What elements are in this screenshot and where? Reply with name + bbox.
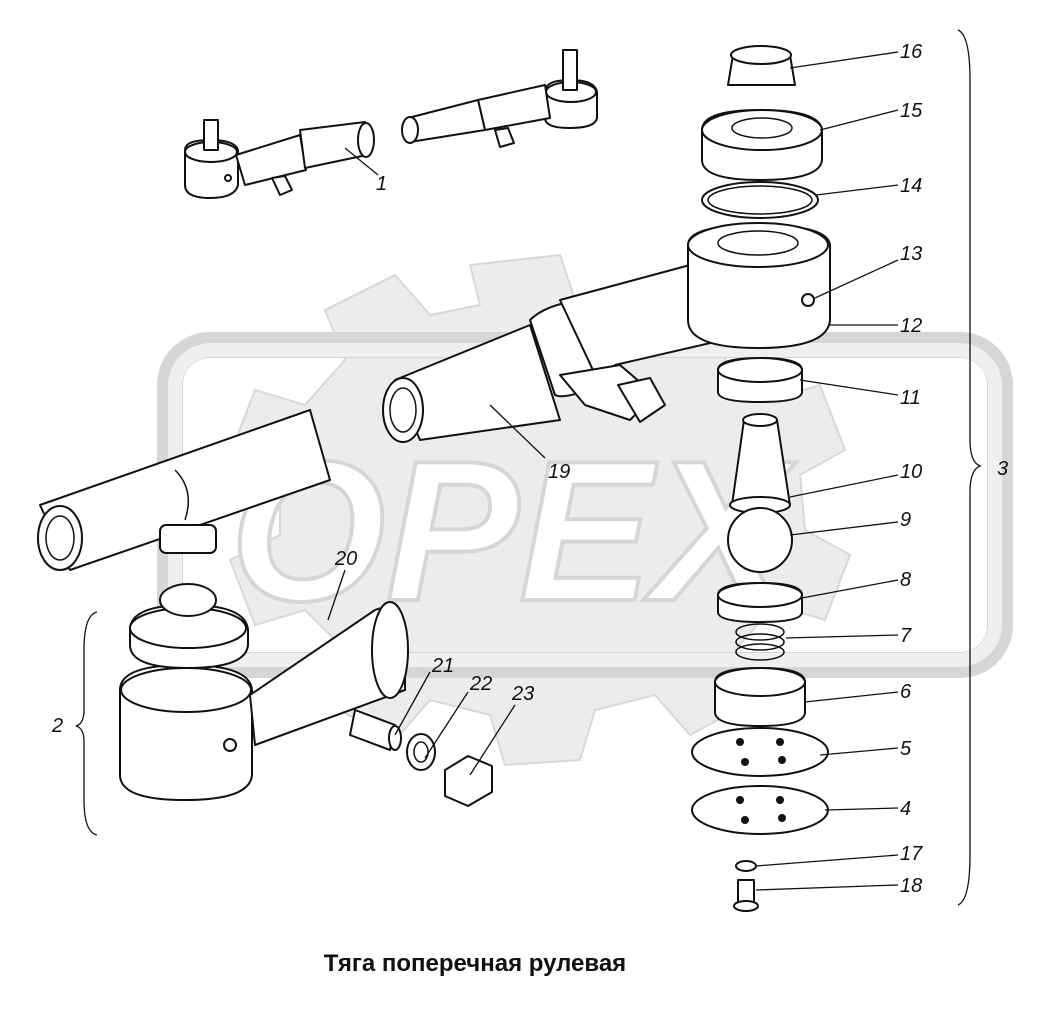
callout-20: 20 xyxy=(334,548,357,570)
callout-14: 14 xyxy=(900,175,922,197)
leader-lines xyxy=(327,51,899,891)
callout-5: 5 xyxy=(900,738,912,760)
callout-1: 1 xyxy=(376,173,387,195)
ball-joint-stack-3 xyxy=(687,45,831,912)
callout-16: 16 xyxy=(900,41,923,63)
callout-3: 3 xyxy=(997,458,1008,480)
callout-19: 19 xyxy=(548,461,570,483)
callout-15: 15 xyxy=(900,100,923,122)
callout-7: 7 xyxy=(900,625,912,647)
clamp-fasteners xyxy=(349,709,493,807)
callout-12: 12 xyxy=(900,315,922,337)
callout-9: 9 xyxy=(900,509,911,531)
diagram-caption: Тяга поперечная рулевая xyxy=(323,950,627,977)
callout-2: 2 xyxy=(51,715,63,737)
callout-21: 21 xyxy=(431,655,454,677)
callout-18: 18 xyxy=(900,875,922,897)
callout-numbers: 1 2 3 4 5 6 7 8 9 10 11 12 13 14 15 16 1… xyxy=(51,41,1008,897)
tie-rod-assembly-small xyxy=(184,49,598,199)
callout-23: 23 xyxy=(511,683,534,705)
brace-2 xyxy=(75,611,98,836)
tie-rod-end-assembly-2 xyxy=(37,409,409,801)
callout-8: 8 xyxy=(900,569,911,591)
callout-17: 17 xyxy=(900,843,923,865)
callout-10: 10 xyxy=(900,461,922,483)
callout-13: 13 xyxy=(900,243,922,265)
callout-6: 6 xyxy=(900,681,912,703)
brace-3 xyxy=(957,29,982,906)
callout-11: 11 xyxy=(900,387,921,409)
callout-22: 22 xyxy=(469,673,492,695)
callout-4: 4 xyxy=(900,798,911,820)
